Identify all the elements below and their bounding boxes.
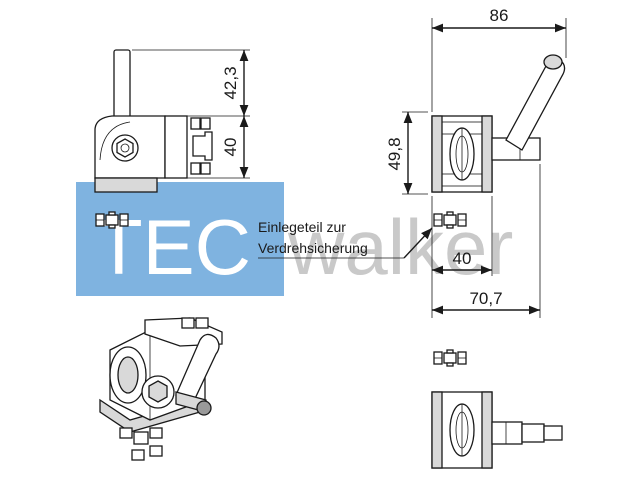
annotation-line1: Einlegeteil zur	[258, 219, 346, 235]
right-top-view: 86 49,8 40 70,7 Einlegeteil zur Verdrehs…	[258, 6, 567, 318]
insert-icon	[95, 211, 129, 229]
left-view: 42,3 40	[94, 49, 250, 229]
pivot-joint-isometric-icon	[99, 317, 223, 461]
dim-overall-width: 86	[490, 6, 509, 25]
insert-icon	[433, 349, 467, 367]
watermark-text-right: walker	[287, 203, 513, 291]
right-bottom-view	[431, 349, 563, 469]
lever	[505, 58, 566, 151]
base-plate	[94, 177, 158, 193]
dim-block-height-left: 40	[221, 138, 240, 157]
dim-block-width: 40	[453, 249, 472, 268]
insert-icon	[433, 211, 467, 229]
dim-depth-width: 70,7	[469, 289, 502, 308]
profile-insert-icon	[190, 117, 213, 175]
dim-handle-height: 42,3	[221, 66, 240, 99]
annotation-line2: Verdrehsicherung	[258, 240, 368, 256]
watermark: TEC walker	[76, 182, 513, 296]
shaft-bottom	[491, 421, 523, 445]
dim-block-height-right: 49,8	[385, 137, 404, 170]
watermark-blue-box	[76, 182, 284, 296]
